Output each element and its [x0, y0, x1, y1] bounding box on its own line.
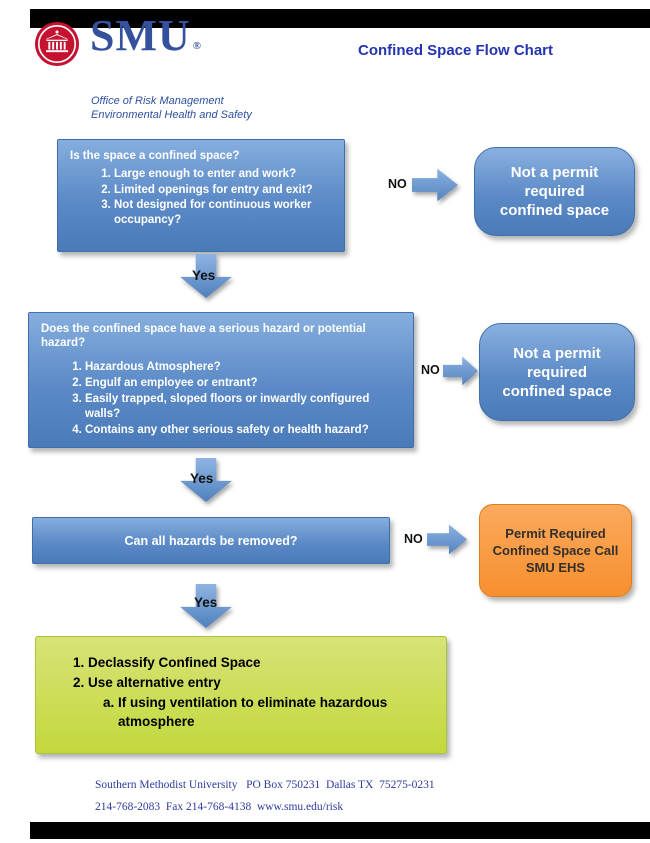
list-item: Contains any other serious safety or hea… [85, 423, 403, 438]
list-item: Hazardous Atmosphere? [85, 360, 403, 375]
yes-arrow-3-icon [179, 584, 233, 628]
list-item-text: Use alternative entry [88, 675, 221, 690]
yes-label-3: Yes [194, 595, 218, 610]
decision-box-3-title: Can all hazards be removed? [124, 533, 298, 548]
decision-box-3: Can all hazards be removed? [32, 517, 390, 564]
action-sublist: If using ventilation to eliminate hazard… [88, 693, 432, 731]
list-item: Declassify Confined Space [88, 653, 432, 673]
page-title: Confined Space Flow Chart [358, 42, 554, 59]
list-item: Easily trapped, sloped floors or inwardl… [85, 392, 403, 422]
bottom-bar [30, 822, 650, 839]
decision-box-2-title: Does the confined space have a serious h… [41, 323, 366, 349]
no-label-2: NO [421, 363, 440, 377]
yes-label-1: Yes [192, 268, 216, 283]
no-arrow-3-icon [427, 523, 467, 556]
result-box-2: Not a permit required confined space [479, 323, 635, 421]
no-arrow-1-icon [412, 167, 458, 203]
top-bar [30, 9, 650, 28]
registered-mark: ® [192, 40, 202, 52]
list-subitem: If using ventilation to eliminate hazard… [118, 693, 432, 731]
decision-box-1-list: Large enough to enter and work? Limited … [70, 167, 334, 227]
footer-contact: 214-768-2083 Fax 214-768-4138 www.smu.ed… [95, 801, 344, 813]
result-box-1: Not a permit required confined space [474, 147, 635, 236]
action-box: Declassify Confined Space Use alternativ… [35, 636, 447, 754]
list-item: Not designed for continuous worker occup… [114, 198, 334, 227]
no-label-3: NO [404, 532, 423, 546]
list-item: Engulf an employee or entrant? [85, 376, 403, 391]
action-list: Declassify Confined Space Use alternativ… [50, 653, 432, 731]
yes-arrow-2-icon [179, 458, 233, 502]
list-item: Use alternative entry If using ventilati… [88, 673, 432, 731]
decision-box-1-title: Is the space a confined space? [70, 150, 240, 162]
yes-arrow-1-icon [179, 254, 233, 298]
office-line-1: Office of Risk Management [91, 95, 224, 107]
smu-logo-icon [34, 21, 80, 67]
smu-wordmark-text: SMU [90, 11, 191, 60]
smu-wordmark: SMU® [90, 11, 202, 60]
result-box-3: Permit Required Confined Space Call SMU … [479, 504, 632, 597]
office-line-2: Environmental Health and Safety [91, 109, 252, 121]
decision-box-2-list: Hazardous Atmosphere? Engulf an employee… [41, 360, 403, 438]
yes-label-2: Yes [190, 471, 214, 486]
office-lines: Office of Risk Management Environmental … [91, 94, 252, 122]
no-label-1: NO [388, 177, 407, 191]
no-arrow-2-icon [443, 355, 478, 387]
list-item: Large enough to enter and work? [114, 167, 334, 182]
decision-box-1: Is the space a confined space? Large eno… [57, 139, 345, 252]
decision-box-2: Does the confined space have a serious h… [28, 312, 414, 448]
footer-address: Southern Methodist University PO Box 750… [95, 779, 435, 791]
list-item: Limited openings for entry and exit? [114, 183, 334, 198]
